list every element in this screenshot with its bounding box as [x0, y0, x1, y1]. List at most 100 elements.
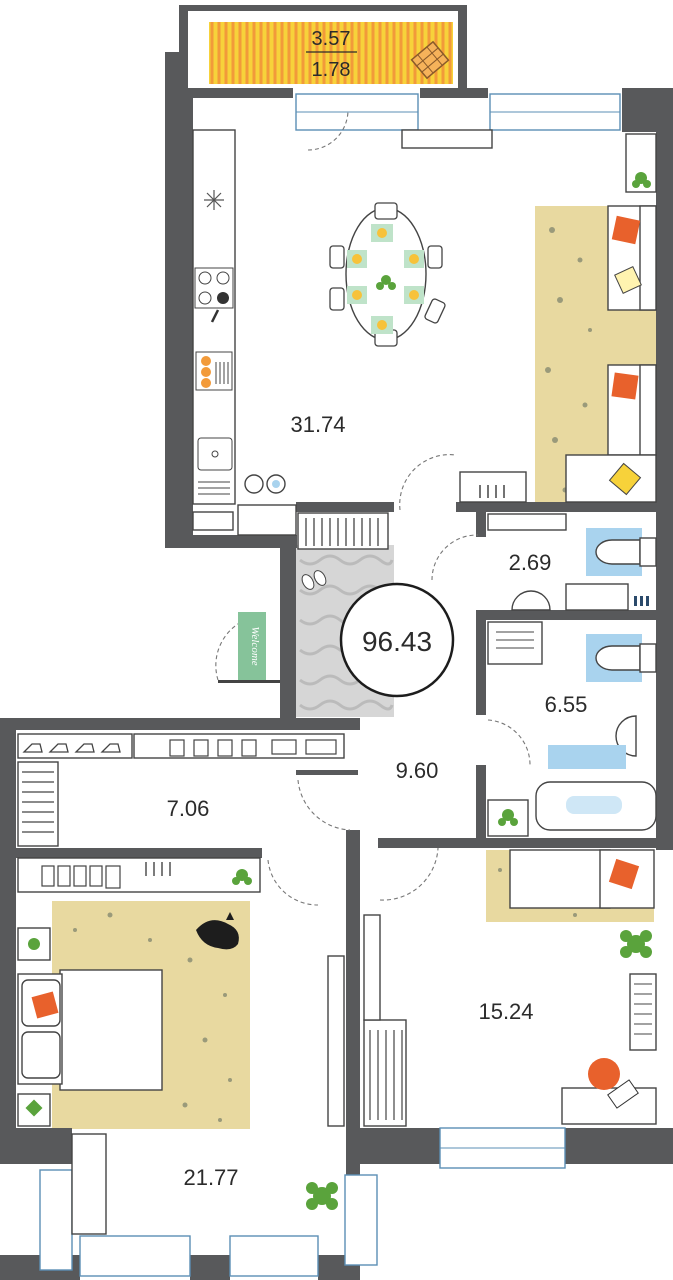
window-master-bottom-b — [229, 1235, 319, 1277]
wall-kitchen-bottom — [165, 535, 297, 548]
window-master-right — [344, 1174, 378, 1266]
bathroom — [487, 621, 657, 837]
total-area-badge: 96.43 — [339, 582, 455, 698]
small-wardrobe — [363, 1019, 407, 1127]
door-swings — [215, 109, 531, 906]
wc-cabinet — [565, 583, 629, 611]
wc-area: 2.69 — [509, 550, 552, 575]
cushion-orange-2 — [611, 372, 639, 400]
laptop-icon — [607, 1079, 639, 1109]
wall-entry-left — [280, 545, 296, 720]
tv-stand — [459, 471, 527, 503]
wardrobe — [17, 733, 345, 893]
balcony-chair — [410, 40, 450, 80]
kitchen-living-area: 31.74 — [290, 412, 345, 437]
wall-top-kitchen — [165, 88, 293, 98]
wall-wardrobe-top — [0, 718, 360, 730]
radiator-kitchen — [192, 511, 234, 531]
plates-icon — [195, 351, 233, 391]
master-plant-icon — [306, 1182, 338, 1210]
stove-icon — [194, 267, 234, 323]
desk — [561, 1087, 657, 1125]
hob-dials-icon — [244, 474, 286, 494]
shoe-shelf — [17, 733, 133, 759]
place-settings — [347, 224, 424, 334]
folded-clothes-icon — [41, 865, 121, 889]
wall-wardrobe-bottom — [0, 848, 262, 858]
wall-left-bedroom — [0, 718, 16, 1138]
wall-bedroom-small-top — [378, 838, 440, 848]
small-bed — [509, 849, 611, 909]
area-labels: 3.57 1.78 31.74 2.69 6.55 9.60 7.06 15.2… — [167, 28, 588, 1190]
window-master-left — [39, 1169, 73, 1271]
plant-icon — [632, 172, 651, 188]
centerpiece-plant-icon — [376, 275, 396, 290]
wall-hall-stub — [296, 770, 358, 775]
small-plant-icon — [620, 930, 652, 958]
dining-set — [329, 202, 446, 347]
balcony — [165, 5, 467, 92]
entry: Welcome — [218, 512, 389, 683]
wall-top-right — [622, 88, 673, 132]
master-cushion-orange — [31, 991, 59, 1019]
fan-icon — [204, 190, 224, 210]
wall-master-bottom-right — [190, 1255, 230, 1280]
nightstand-plant-icon — [28, 938, 40, 950]
master-bed — [59, 969, 163, 1091]
balcony-area-secondary: 1.78 — [312, 59, 351, 81]
bath-plant-icon — [498, 809, 518, 826]
wall-wc-top — [456, 502, 673, 512]
wall-wc-bottom — [476, 610, 673, 620]
bedroom-small-area: 15.24 — [478, 999, 533, 1024]
wc-shelf — [487, 513, 567, 531]
balcony-stub — [165, 52, 181, 92]
dishwasher-icon — [198, 481, 230, 495]
master-wardrobe — [71, 1133, 107, 1235]
toilet-icon — [595, 539, 641, 565]
balcony-wall-right — [458, 5, 467, 90]
toilet-bath-icon — [595, 645, 641, 671]
wall-bedroom-divider — [346, 830, 360, 1280]
wall-bath-left-low — [476, 765, 486, 840]
wardrobe-shelf-left — [17, 761, 59, 847]
balcony-striped-floor — [209, 22, 453, 84]
wc-sink — [511, 590, 551, 611]
wall-wc-left — [476, 512, 486, 537]
sofa-top-back — [639, 205, 657, 311]
wall-right-living — [656, 130, 673, 850]
walls — [0, 88, 673, 1280]
bedroom-master — [17, 912, 345, 1235]
small-radiator — [629, 973, 657, 1051]
bath-mat-2 — [548, 745, 626, 769]
wardrobe-area: 7.06 — [167, 796, 210, 821]
cushion-yellow-1 — [614, 266, 642, 294]
windows — [39, 93, 621, 1277]
wall-top-mid — [420, 88, 488, 98]
bathroom-area: 6.55 — [545, 692, 588, 717]
wall-bottom-mid — [360, 1128, 440, 1164]
dining-chairs — [329, 202, 446, 347]
sofa-bottom-back — [639, 364, 657, 456]
wall-bath-bottom — [440, 838, 673, 848]
desk-chair — [588, 1058, 620, 1090]
kitchen — [192, 129, 493, 536]
pillow-2 — [21, 1031, 61, 1079]
hood — [401, 129, 493, 149]
cushion-yellow-2 — [608, 462, 642, 496]
small-cushion-orange — [608, 858, 640, 890]
entry-door-line — [218, 680, 280, 683]
wall-bottom-right — [565, 1128, 673, 1164]
washer — [487, 621, 543, 665]
window-master-bottom-a — [79, 1235, 191, 1277]
shoes-icon — [22, 743, 121, 753]
balcony-wall-top — [179, 5, 467, 11]
wall-left-kitchen — [165, 88, 193, 548]
wall-bottom-left — [0, 1128, 72, 1164]
balcony-area: 3.57 — [312, 28, 351, 50]
master-tv-panel — [327, 955, 345, 1127]
bathtub-inner — [566, 796, 622, 814]
cushion-orange-1 — [611, 215, 641, 245]
living-furniture — [459, 133, 657, 503]
bedroom-small — [363, 849, 657, 1127]
